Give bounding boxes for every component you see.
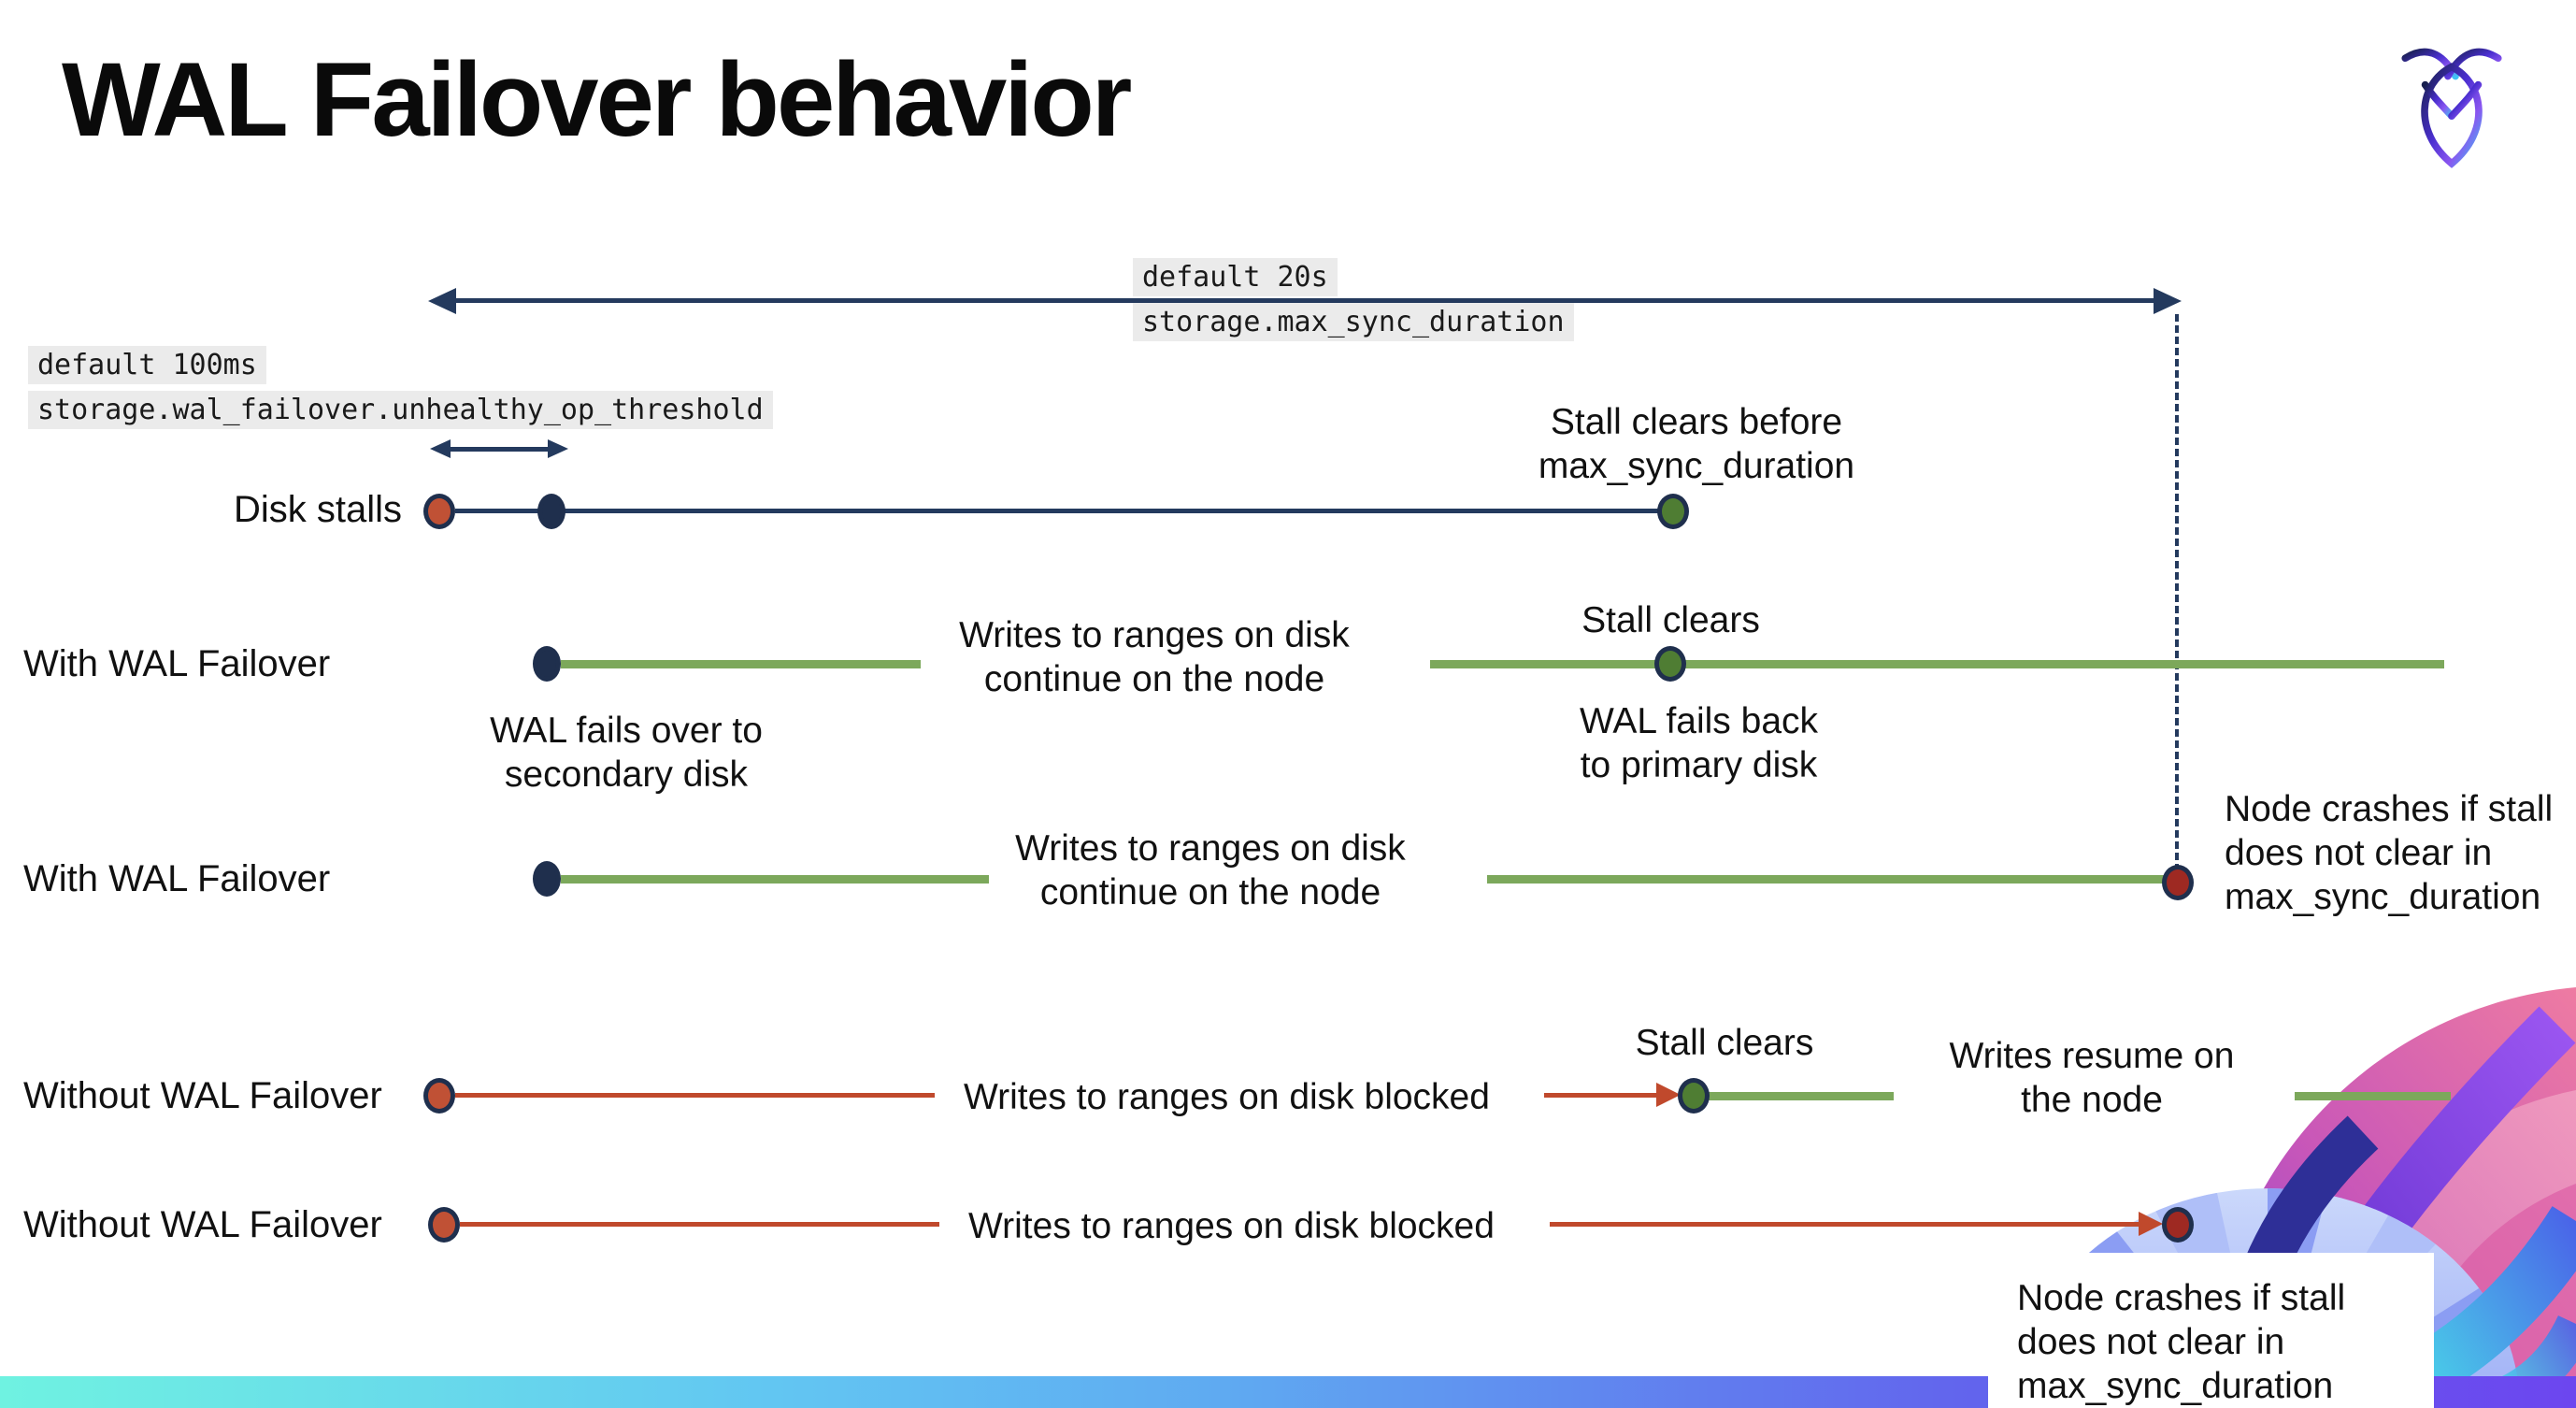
row-label-without-wal-failover-2: Without WAL Failover <box>23 1204 382 1245</box>
unhealthy-setting-callout: storage.wal_failover.unhealthy_op_thresh… <box>28 391 773 429</box>
writes-resume-line-b <box>2295 1092 2451 1100</box>
max-sync-deadline-dashed-line <box>2175 314 2179 871</box>
node-crash-dot-1 <box>2162 865 2194 900</box>
cockroach-labs-logo-icon <box>2401 48 2502 168</box>
writes-continue-label-1: Writes to ranges on disk continue on the… <box>959 615 1350 699</box>
node-crash-dot-2 <box>2162 1207 2194 1243</box>
node-crashes-label-2: Node crashes if stall does not clear in … <box>2017 1278 2346 1406</box>
unhealthy-op-threshold-arrow <box>447 447 550 452</box>
writes-blocked-label-2: Writes to ranges on disk blocked <box>968 1206 1495 1246</box>
stall-start-dot <box>423 494 455 529</box>
failover-dot-2 <box>533 861 561 897</box>
writes-continue-label-2: Writes to ranges on disk continue on the… <box>1015 828 1406 912</box>
node-crashes-label-1: Node crashes if stall does not clear in … <box>2225 789 2554 917</box>
red-arrow-head-1 <box>1656 1083 1681 1107</box>
writes-continue-line-2b <box>1487 875 2166 884</box>
wal-fails-back-label: WAL fails back to primary disk <box>1579 701 1819 785</box>
writes-blocked-line-1b <box>1544 1093 1664 1098</box>
writes-resume-label: Writes resume on the node <box>1949 1036 2235 1120</box>
disk-stall-timeline <box>455 509 1659 513</box>
page-title: WAL Failover behavior <box>62 41 1132 158</box>
stall-clears-label-1: Stall clears <box>1581 600 1760 640</box>
writes-continue-line-1b <box>1430 660 2444 668</box>
stall-clears-before-label: Stall clears before max_sync_duration <box>1538 402 1855 486</box>
stall-clears-dot <box>1657 494 1689 529</box>
red-arrow-head-2 <box>2139 1212 2163 1236</box>
wal-fails-over-label: WAL fails over to secondary disk <box>490 711 763 795</box>
max-sync-setting-callout: storage.max_sync_duration <box>1133 303 1574 341</box>
stall-start-dot-2 <box>423 1078 455 1113</box>
writes-continue-line-2a <box>561 875 989 884</box>
row-label-without-wal-failover-1: Without WAL Failover <box>23 1075 382 1116</box>
stall-clears-label-2: Stall clears <box>1635 1023 1814 1063</box>
small-arrow-head-right <box>548 439 568 458</box>
stall-start-dot-3 <box>428 1207 460 1243</box>
small-arrow-head-left <box>430 439 451 458</box>
max-sync-default-callout: default 20s <box>1133 258 1338 296</box>
threshold-dot <box>537 494 565 529</box>
stall-clears-dot-2 <box>1654 646 1686 682</box>
row-label-with-wal-failover-2: With WAL Failover <box>23 858 331 899</box>
writes-blocked-line-2a <box>460 1222 939 1227</box>
failover-dot-1 <box>533 646 561 682</box>
max-sync-duration-arrow <box>451 298 2157 303</box>
writes-continue-line-1a <box>561 660 921 668</box>
writes-blocked-label-1: Writes to ranges on disk blocked <box>964 1077 1490 1117</box>
row-label-with-wal-failover-1: With WAL Failover <box>23 643 331 684</box>
writes-blocked-line-2b <box>1550 1222 2140 1227</box>
node-crashes-note-box: Node crashes if stall does not clear in … <box>1988 1253 2434 1408</box>
unhealthy-default-callout: default 100ms <box>28 346 266 384</box>
stall-clears-dot-3 <box>1678 1078 1710 1113</box>
row-label-disk-stalls: Disk stalls <box>233 489 402 530</box>
writes-resume-line-a <box>1709 1092 1894 1100</box>
arrow-head-right <box>2154 288 2182 314</box>
writes-blocked-line-1a <box>455 1093 935 1098</box>
